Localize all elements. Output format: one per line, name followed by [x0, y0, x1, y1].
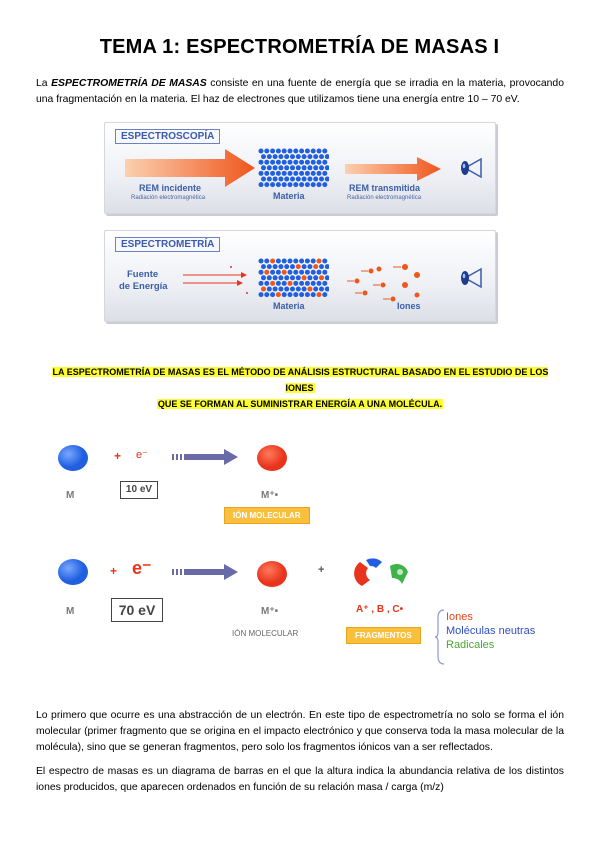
molecular-ion-tag: IÓN MOLECULAR	[224, 507, 310, 524]
molecular-ion-caption: IÓN MOLECULAR	[232, 629, 299, 638]
ion-fragments	[347, 264, 420, 302]
transmitted-arrow	[345, 157, 441, 181]
molecular-ion-label: M⁺•	[261, 490, 279, 501]
highlight-line-2: QUE SE FORMAN AL SUMINISTRAR ENERGÍA A U…	[156, 399, 444, 409]
fragments-tag: FRAGMENTOS	[346, 627, 421, 644]
spectrometry-diagram: ESPECTROMETRÍA Fuente de Energía Materia…	[104, 230, 496, 322]
matter-label: Materia	[273, 191, 305, 201]
fragments-formula: A⁺ , B , C•	[356, 604, 404, 615]
energy-box: 10 eV	[120, 481, 158, 499]
molecule-sphere-2	[58, 559, 88, 585]
source-label-2: de Energía	[119, 281, 168, 292]
molecule-label-2: M	[66, 606, 75, 617]
type-radicals: Radicales	[446, 639, 495, 651]
intro-rest: consiste en una fuente de energía que se…	[36, 78, 564, 105]
paragraph-spectrum: El espectro de masas es un diagrama de b…	[36, 766, 564, 793]
transmitted-label: REM transmitida	[349, 183, 421, 193]
molecule-sphere	[58, 445, 88, 471]
type-neutral: Moléculas neutras	[446, 625, 536, 637]
source-label-1: Fuente	[127, 269, 159, 280]
reaction-arrow	[172, 449, 238, 465]
page-title: TEMA 1: ESPECTROMETRÍA DE MASAS I	[99, 36, 500, 58]
incident-label: REM incidente	[139, 183, 202, 193]
molecule-label: M	[66, 490, 75, 501]
intro-term: ESPECTROMETRÍA DE MASAS	[51, 78, 207, 89]
fragment-shapes	[354, 558, 408, 586]
plus-sign-3: +	[318, 564, 325, 576]
eye-icon	[461, 157, 482, 179]
matter-grid-ionized	[258, 258, 329, 298]
energy-rays	[183, 266, 248, 294]
molecular-ion-label-2: M⁺•	[261, 606, 279, 617]
reaction-arrow-2	[172, 564, 238, 580]
paragraph-abstraction: Lo primero que ocurre es una abstracción…	[36, 710, 564, 753]
highlight-statement: LA ESPECTROMETRÍA DE MASAS ES EL MÉTODO …	[36, 364, 564, 412]
electron-label: e⁻	[136, 449, 148, 461]
spectroscopy-label: ESPECTROSCOPÍA	[115, 129, 221, 144]
highlight-line-1: LA ESPECTROMETRÍA DE MASAS ES EL MÉTODO …	[51, 367, 549, 393]
plus-sign-2: +	[110, 564, 118, 578]
molecular-ion-sphere-2	[257, 561, 287, 587]
molecular-ion-sphere	[257, 445, 287, 471]
energy-box-2: 70 eV	[111, 598, 163, 622]
fragment-types: Iones Moléculas neutras Radicales	[446, 610, 535, 652]
eye-icon	[461, 267, 482, 289]
brace-icon	[434, 609, 445, 665]
intro-paragraph: La ESPECTROMETRÍA DE MASAS consiste en u…	[36, 76, 564, 108]
transmitted-sub: Radiación electromagnética	[347, 195, 422, 201]
matter-grid	[258, 148, 329, 188]
intro-lead: La	[36, 78, 52, 89]
matter-label-2: Materia	[273, 301, 305, 311]
incident-arrow	[125, 149, 255, 187]
plus-sign: +	[114, 449, 122, 463]
spectrometry-label: ESPECTROMETRÍA	[115, 237, 221, 252]
spectroscopy-diagram: ESPECTROSCOPÍA REM incidente Radiación e…	[104, 122, 496, 214]
ions-label: Iones	[397, 301, 421, 311]
incident-sub: Radiación electromagnética	[131, 195, 206, 201]
type-ions: Iones	[446, 611, 473, 623]
electron-label-2: e⁻	[132, 558, 152, 578]
